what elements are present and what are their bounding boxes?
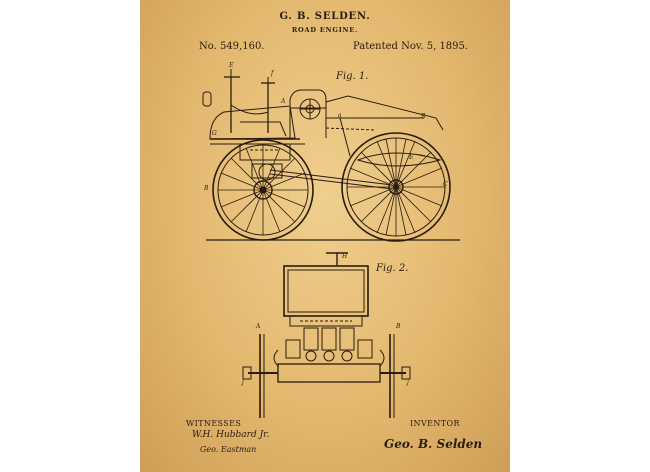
fig1-side-elevation bbox=[202, 69, 460, 242]
figure-1-label: Fig. 1. bbox=[336, 71, 369, 82]
witnesses-label: WITNESSES bbox=[186, 419, 242, 428]
patent-drawing bbox=[202, 69, 460, 418]
ref-label-A: A bbox=[281, 98, 286, 105]
inventor-signature: Geo. B. Selden bbox=[384, 437, 483, 451]
patent-date: Patented Nov. 5, 1895. bbox=[353, 41, 469, 52]
ref-label-a: a bbox=[338, 112, 342, 119]
patent-title: ROAD ENGINE. bbox=[291, 26, 359, 34]
ref-label-C: C bbox=[443, 181, 448, 188]
ref-label-G: G bbox=[212, 130, 217, 137]
patent-number: No. 549,160. bbox=[199, 41, 265, 52]
ref-label-R: R bbox=[421, 113, 426, 120]
inventor-label: INVENTOR bbox=[410, 419, 460, 428]
ref-label-B2: B bbox=[396, 323, 401, 330]
ref-label-E: E bbox=[229, 62, 234, 69]
ref-label-B: B bbox=[204, 185, 209, 192]
ref-label-f: f bbox=[271, 70, 274, 77]
witness-signature-1: W.H. Hubbard Jr. bbox=[192, 430, 270, 440]
patent-poster: E f A a R G E B C H A B j j G. B. SELDEN… bbox=[140, 0, 510, 472]
fig2-front-elevation bbox=[242, 252, 411, 418]
ref-label-E2: E bbox=[409, 154, 414, 161]
patent-inventor-name: G. B. SELDEN. bbox=[279, 11, 371, 22]
ref-label-j2: j bbox=[407, 379, 409, 386]
ref-label-H: H bbox=[342, 253, 348, 260]
ref-label-A2: A bbox=[256, 323, 261, 330]
ref-label-j: j bbox=[242, 379, 244, 386]
figure-2-label: Fig. 2. bbox=[376, 263, 409, 274]
witness-signature-2: Geo. Eastman bbox=[200, 445, 257, 454]
